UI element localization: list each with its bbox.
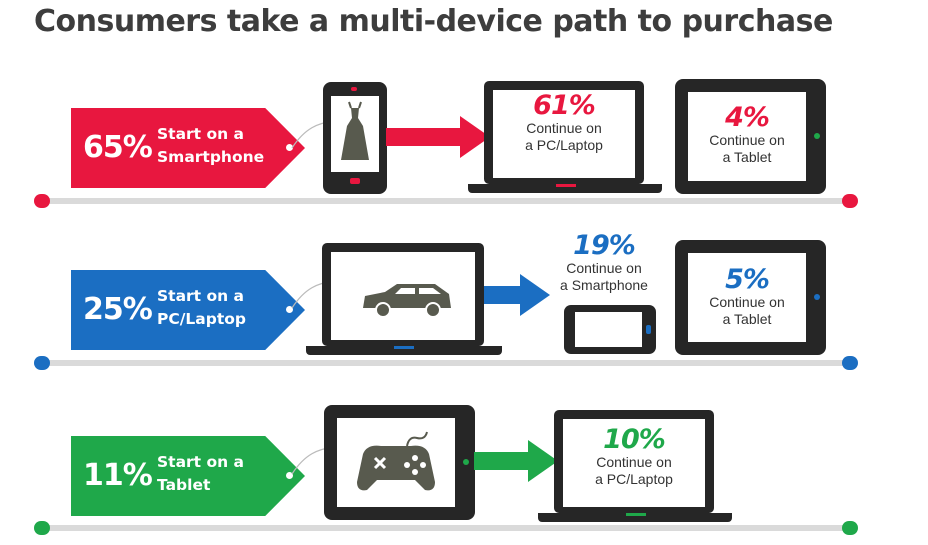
car-icon bbox=[363, 284, 451, 318]
shelf-line bbox=[42, 525, 854, 531]
start-label: Start on a PC/Laptop bbox=[157, 285, 246, 331]
smartphone-device bbox=[564, 305, 656, 354]
shelf-knob-left bbox=[34, 356, 50, 370]
tag-hole bbox=[286, 306, 293, 313]
start-percent: 11% bbox=[83, 458, 153, 493]
laptop-screen bbox=[493, 90, 635, 178]
continue-percent: 61% bbox=[533, 90, 596, 121]
continue-label-line1: Continue on bbox=[526, 120, 602, 136]
tablet-device bbox=[675, 79, 826, 194]
continue-label-line1: Continue on bbox=[566, 260, 642, 276]
tablet-device bbox=[675, 240, 826, 355]
infographic-title: Consumers take a multi-device path to pu… bbox=[34, 4, 833, 39]
shelf-knob-right bbox=[842, 356, 858, 370]
continue-label: Continue on a Smartphone bbox=[548, 260, 660, 294]
continue-stat: 5% Continue on a Tablet bbox=[688, 266, 806, 328]
continue-percent: 10% bbox=[603, 424, 666, 455]
phone-home-button bbox=[350, 178, 360, 184]
laptop-base bbox=[538, 513, 732, 522]
laptop-base bbox=[306, 346, 502, 355]
laptop-hinge bbox=[556, 184, 576, 187]
start-label-line1: Start on a bbox=[157, 453, 245, 471]
tablet-screen bbox=[337, 418, 455, 507]
phone-home-button bbox=[646, 325, 651, 334]
laptop-screen bbox=[563, 419, 705, 507]
tablet-button bbox=[814, 294, 820, 300]
arrow-right-icon bbox=[474, 440, 558, 482]
arrow-right-icon bbox=[484, 274, 550, 316]
continue-stat: 4% Continue on a Tablet bbox=[688, 104, 806, 166]
continue-label: Continue on a Tablet bbox=[688, 294, 806, 328]
continue-stat: 19% Continue on a Smartphone bbox=[548, 232, 660, 294]
tablet-device bbox=[324, 405, 475, 520]
continue-label-line2: a PC/Laptop bbox=[525, 137, 603, 153]
continue-percent: 19% bbox=[573, 230, 636, 261]
shelf-line bbox=[42, 198, 854, 204]
tablet-screen bbox=[688, 253, 806, 342]
laptop-base bbox=[468, 184, 662, 193]
laptop-device bbox=[484, 81, 644, 184]
continue-percent: 5% bbox=[725, 264, 770, 295]
gamepad-icon bbox=[357, 431, 435, 491]
continue-label: Continue on a Tablet bbox=[688, 132, 806, 166]
tablet-button bbox=[814, 133, 820, 139]
laptop-screen bbox=[331, 252, 475, 340]
start-label-line2: PC/Laptop bbox=[157, 310, 246, 328]
continue-stat: 61% Continue on a PC/Laptop bbox=[494, 92, 634, 154]
smartphone-screen bbox=[331, 96, 379, 172]
start-percent: 65% bbox=[83, 130, 153, 165]
start-label-line1: Start on a bbox=[157, 125, 245, 143]
continue-label-line1: Continue on bbox=[596, 454, 672, 470]
laptop-hinge bbox=[394, 346, 414, 349]
continue-percent: 4% bbox=[725, 102, 770, 133]
continue-label-line2: a Smartphone bbox=[560, 277, 648, 293]
continue-label-line1: Continue on bbox=[709, 132, 785, 148]
dress-icon bbox=[341, 101, 369, 160]
start-label-line1: Start on a bbox=[157, 287, 245, 305]
start-label: Start on a Tablet bbox=[157, 451, 244, 497]
shelf-line bbox=[42, 360, 854, 366]
start-label: Start on a Smartphone bbox=[157, 123, 264, 169]
start-tag: 65% Start on a Smartphone bbox=[71, 108, 305, 188]
start-label-line2: Smartphone bbox=[157, 148, 265, 166]
arrow-right-icon bbox=[386, 116, 490, 158]
start-tag: 25% Start on a PC/Laptop bbox=[71, 270, 305, 350]
start-tag: 11% Start on a Tablet bbox=[71, 436, 305, 516]
continue-label-line2: a Tablet bbox=[722, 149, 772, 165]
smartphone-device bbox=[323, 82, 387, 194]
continue-label-line2: a Tablet bbox=[722, 311, 772, 327]
smartphone-screen bbox=[575, 312, 642, 347]
tag-hole bbox=[286, 144, 293, 151]
shelf-knob-right bbox=[842, 521, 858, 535]
laptop-device bbox=[554, 410, 714, 513]
continue-label: Continue on a PC/Laptop bbox=[564, 454, 704, 488]
shelf-knob-left bbox=[34, 521, 50, 535]
start-percent: 25% bbox=[83, 292, 153, 327]
continue-label-line2: a PC/Laptop bbox=[595, 471, 673, 487]
tag-hole bbox=[286, 472, 293, 479]
continue-label: Continue on a PC/Laptop bbox=[494, 120, 634, 154]
tablet-button bbox=[463, 459, 469, 465]
shelf-knob-right bbox=[842, 194, 858, 208]
start-label-line2: Tablet bbox=[157, 476, 211, 494]
phone-speaker bbox=[351, 87, 357, 91]
shelf-knob-left bbox=[34, 194, 50, 208]
laptop-hinge bbox=[626, 513, 646, 516]
tablet-screen bbox=[688, 92, 806, 181]
continue-label-line1: Continue on bbox=[709, 294, 785, 310]
continue-stat: 10% Continue on a PC/Laptop bbox=[564, 426, 704, 488]
laptop-device bbox=[322, 243, 484, 346]
